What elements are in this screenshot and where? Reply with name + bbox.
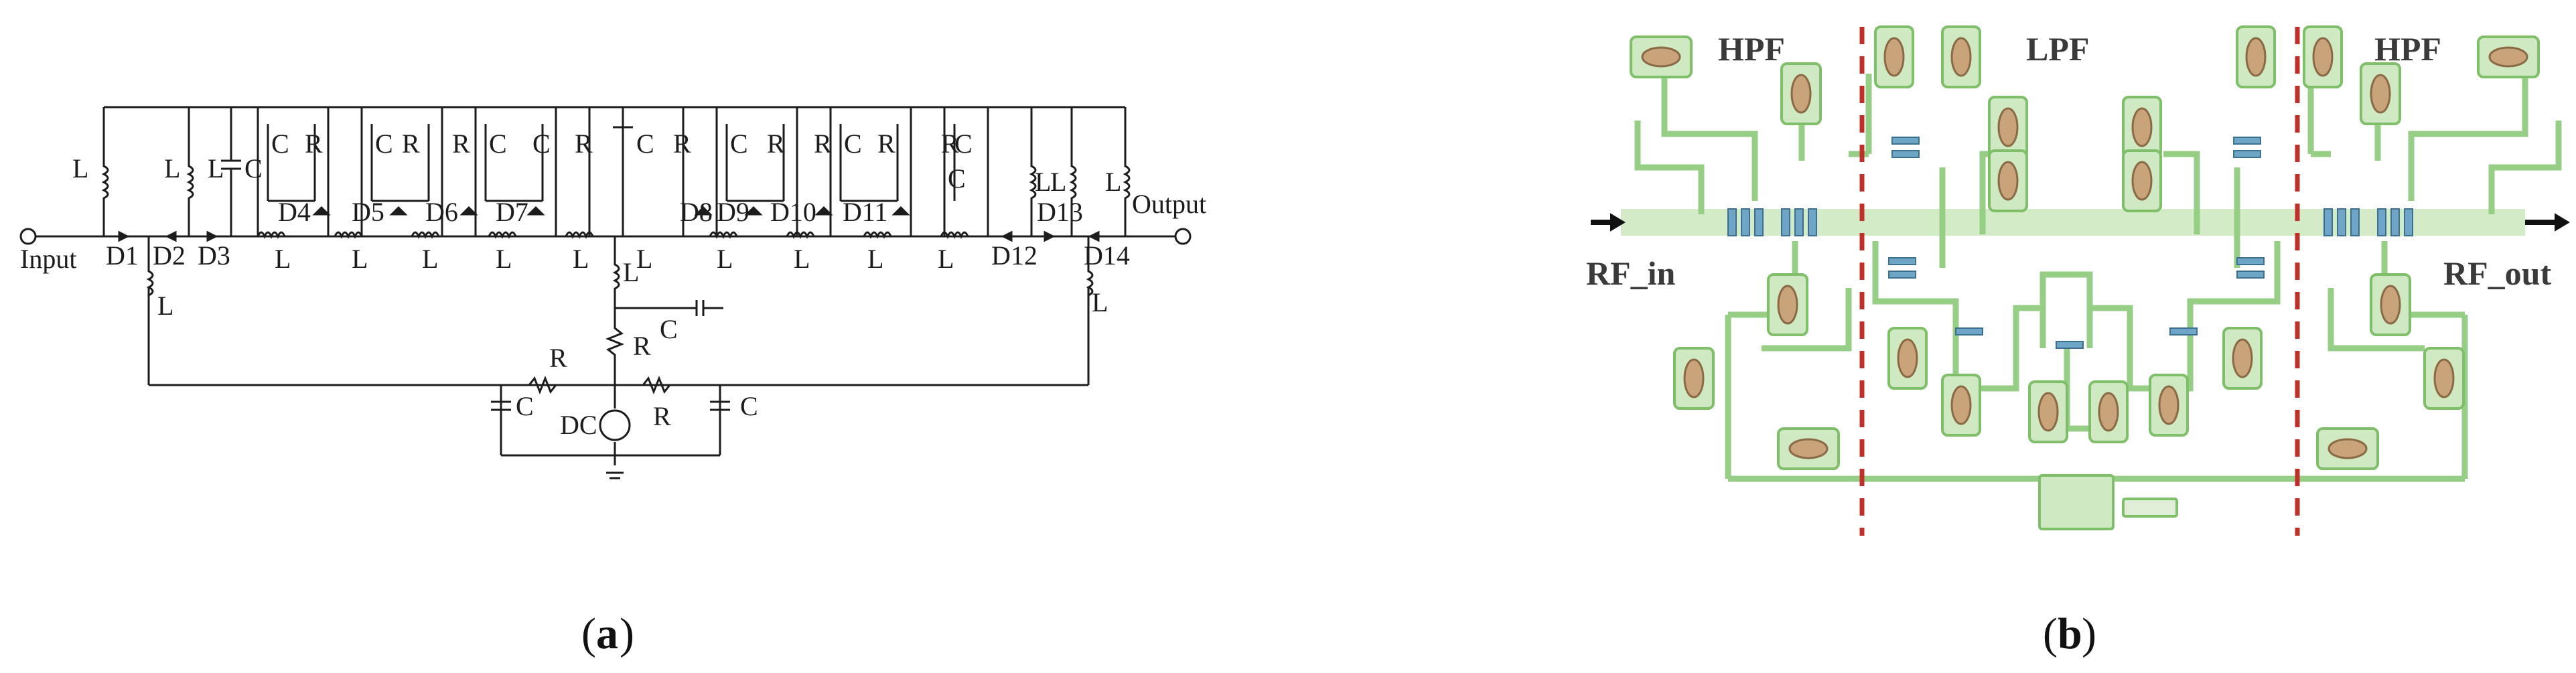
diode-label-d13: D13: [1037, 197, 1083, 227]
rf-out-label: RF_out: [2443, 254, 2551, 292]
resistor-label: R: [402, 129, 420, 159]
section-label-hpf-right: HPF: [2374, 30, 2441, 68]
caption-b-close: ): [2082, 609, 2096, 658]
capacitor-label: C: [730, 129, 748, 159]
capacitor-label: C: [660, 314, 678, 344]
caption-a-close: ): [620, 609, 634, 658]
resistor-label: R: [549, 343, 567, 373]
inductor-label: L: [157, 291, 173, 321]
diode-label-d5: D5: [352, 197, 384, 227]
right-feed-inductor: [1086, 236, 1094, 297]
capacitor-label: C: [532, 129, 551, 159]
resistor-label: R: [941, 129, 959, 159]
capacitor-label: C: [948, 163, 966, 194]
resistor-label: R: [673, 129, 691, 159]
diode-label-d4: D4: [278, 197, 311, 227]
panel-a-schematic: [19, 106, 1192, 479]
diode-label-d14: D14: [1084, 240, 1130, 271]
section-label-hpf-left: HPF: [1718, 30, 1785, 68]
output-terminal: [1174, 228, 1192, 245]
section-dividers: [1859, 27, 2300, 536]
resistor-label: R: [452, 129, 470, 159]
capacitor-label: C: [375, 129, 393, 159]
inductor-label: L: [1050, 167, 1066, 197]
section-label-lpf: LPF: [2026, 30, 2089, 68]
diode-label-d11: D11: [843, 197, 887, 227]
resistor-label: R: [877, 129, 896, 159]
inductor-label: L: [72, 153, 88, 183]
capacitor-label: C: [954, 129, 973, 159]
capacitor-label: C: [636, 129, 654, 159]
left-feed-inductor: [146, 236, 154, 297]
right-shunt-group: [987, 107, 1131, 236]
capacitor-label: C: [844, 129, 862, 159]
caption-a: ( a ): [581, 609, 634, 658]
panel-b-labels: HPF LPF HPF RF_in RF_out: [1586, 30, 2551, 292]
capacitor-label: C: [740, 391, 758, 421]
inductor-label: L: [352, 244, 368, 274]
rf-in-label: RF_in: [1586, 254, 1676, 292]
diode-label-d10: D10: [770, 197, 816, 227]
diode-label-d3: D3: [198, 240, 230, 271]
microstrip-traces: [1621, 60, 2562, 482]
inductor-label: L: [573, 244, 589, 274]
output-label: Output: [1132, 189, 1206, 219]
inductor-label: L: [938, 244, 954, 274]
inductor-label: L: [867, 244, 883, 274]
lcr-cells: [257, 107, 956, 236]
resistor-label: R: [575, 129, 593, 159]
diode-clusters: [1727, 137, 2413, 349]
inductor-label: L: [794, 244, 810, 274]
rf-arrows: [1591, 213, 2570, 232]
caption-b: ( b ): [2043, 609, 2096, 658]
caption-b-letter: b: [2058, 609, 2082, 658]
diode-label-d7: D7: [496, 197, 528, 227]
capacitor-label: C: [489, 129, 507, 159]
diode-symbols: [118, 206, 1100, 242]
resistor-label: R: [633, 331, 651, 361]
diode-label-d1: D1: [106, 240, 139, 271]
diode-label-d12: D12: [991, 240, 1037, 271]
inductor-label: L: [275, 244, 291, 274]
panel-b-layout: [1591, 25, 2570, 536]
series-inductors: [257, 231, 969, 239]
resistor-label: R: [653, 401, 671, 431]
caption-a-letter: a: [596, 609, 618, 658]
diode-label-d9: D9: [717, 197, 749, 227]
inductor-label: L: [164, 153, 180, 183]
caption-b-open: (: [2043, 609, 2058, 658]
inductor-label: L: [422, 244, 438, 274]
diode-label-d6: D6: [425, 197, 458, 227]
inductor-label: L: [1105, 167, 1121, 197]
inductor-label: L: [208, 153, 224, 183]
dc-pad: [2038, 474, 2115, 530]
resistor-label: R: [814, 129, 832, 159]
inductor-label: L: [717, 244, 733, 274]
dc-source-label: DC: [560, 410, 597, 440]
vias: [1641, 37, 2528, 459]
inductor-label: L: [623, 257, 639, 287]
inductor-label: L: [636, 244, 652, 274]
capacitor-label: C: [271, 129, 289, 159]
resistor-label: R: [305, 129, 323, 159]
resistor-label: R: [767, 129, 785, 159]
capacitor-label: C: [244, 153, 263, 183]
capacitor-label: C: [516, 391, 534, 421]
input-label: Input: [20, 244, 76, 274]
panel-a-labels: Input Output DC L L L L L L L L L L L L …: [20, 129, 1206, 440]
ground-strip: [2122, 498, 2178, 518]
diode-label-d2: D2: [153, 240, 186, 271]
left-shunt-group: [101, 107, 241, 236]
pads: [1630, 25, 2540, 530]
bias-network: [491, 236, 730, 479]
diode-label-d8: D8: [680, 197, 713, 227]
inductor-label: L: [1092, 287, 1108, 317]
inductor-label: L: [1035, 167, 1051, 197]
input-terminal: [19, 228, 37, 245]
caption-a-open: (: [581, 609, 596, 658]
inductor-label: L: [496, 244, 512, 274]
